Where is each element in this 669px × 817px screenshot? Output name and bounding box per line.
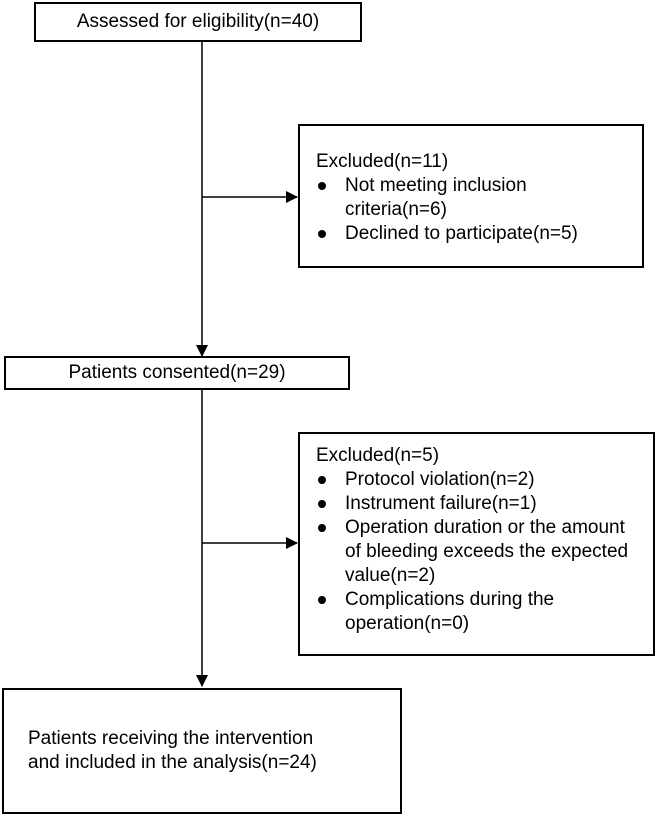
excluded-2-item: Complications during the operation(n=0) — [316, 588, 643, 636]
final-line-1: Patients receiving the intervention — [28, 728, 314, 749]
final-text: Patients receiving the intervention and … — [28, 690, 317, 812]
final-line-2: and included in the analysis(n=24) — [28, 752, 317, 773]
excluded-1-item: Not meeting inclusion criteria(n=6) — [316, 174, 632, 222]
excluded-box-2: Excluded(n=5) Protocol violation(n=2) In… — [298, 432, 655, 656]
excluded-2-list: Protocol violation(n=2) Instrument failu… — [316, 468, 643, 636]
excluded-2-item: Protocol violation(n=2) — [316, 468, 643, 492]
excluded-2-item: Instrument failure(n=1) — [316, 492, 643, 516]
final-box: Patients receiving the intervention and … — [2, 688, 402, 814]
excluded-box-1: Excluded(n=11) Not meeting inclusion cri… — [298, 124, 644, 268]
excluded-1-item: Declined to participate(n=5) — [316, 222, 632, 246]
consented-label: Patients consented(n=29) — [68, 362, 286, 383]
consented-box: Patients consented(n=29) — [4, 356, 350, 390]
assessed-label: Assessed for eligibility(n=40) — [76, 11, 320, 32]
excluded-1-title: Excluded(n=11) — [316, 151, 449, 172]
excluded-2-title: Excluded(n=5) — [316, 445, 440, 466]
assessed-box: Assessed for eligibility(n=40) — [34, 2, 362, 42]
excluded-2-item: Operation duration or the amount of blee… — [316, 516, 643, 588]
excluded-1-list: Not meeting inclusion criteria(n=6) Decl… — [316, 174, 632, 246]
